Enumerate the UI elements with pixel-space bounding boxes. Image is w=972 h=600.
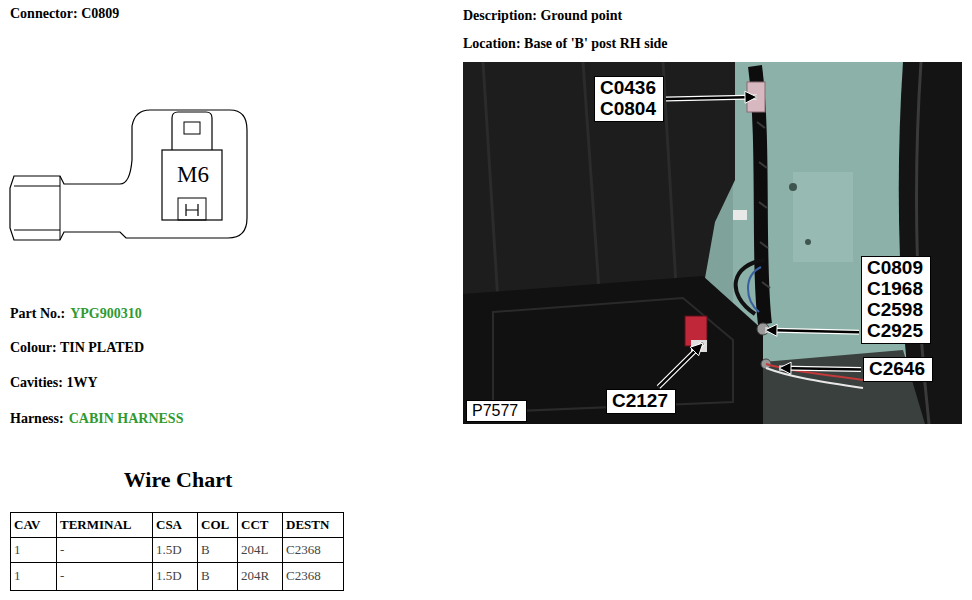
table-header-cell: COL bbox=[197, 512, 238, 538]
table-header-cell: DESTN bbox=[282, 512, 344, 538]
table-cell: 1 bbox=[10, 537, 57, 563]
table-cell: B bbox=[197, 537, 238, 563]
connector-code: C1968 bbox=[867, 279, 925, 300]
cell-value: 1 bbox=[14, 569, 21, 583]
terminal-tab bbox=[172, 112, 212, 150]
panel-hole bbox=[789, 183, 797, 191]
table-header-cell: TERMINAL bbox=[56, 512, 153, 538]
cell-value: 1 bbox=[14, 543, 21, 557]
leader-line bbox=[666, 97, 757, 99]
callout-box: C2127 bbox=[606, 389, 676, 414]
leader-line bbox=[765, 330, 859, 332]
cell-value: 204R bbox=[241, 569, 269, 583]
stud-size: M6 bbox=[177, 162, 209, 188]
barrel-lines bbox=[14, 176, 60, 240]
column-heading: DESTN bbox=[286, 518, 329, 532]
field-name: Part No.: bbox=[10, 306, 65, 322]
tab-slot bbox=[184, 122, 200, 134]
wire bbox=[766, 368, 863, 388]
cell-value: C2368 bbox=[286, 569, 321, 583]
column-heading: TERMINAL bbox=[60, 518, 132, 532]
field-text: Cavities: 1WY bbox=[10, 375, 98, 391]
table-cell: - bbox=[56, 562, 153, 591]
leader-arrowhead bbox=[779, 362, 791, 374]
panel-hole bbox=[805, 239, 811, 245]
leader-line bbox=[659, 343, 704, 387]
connector-code: C0436 bbox=[600, 78, 658, 99]
field-name: Harness: bbox=[10, 411, 64, 427]
harness-name: CABIN HARNESS bbox=[69, 411, 184, 427]
connector-code: P7577 bbox=[472, 402, 521, 420]
callout-box: C2646 bbox=[863, 357, 933, 382]
harness-tape bbox=[755, 82, 770, 288]
leader-line bbox=[765, 330, 859, 332]
table-cell: 1 bbox=[10, 562, 57, 591]
cell-value: 1.5D bbox=[156, 543, 182, 557]
connector-code: C0809 bbox=[867, 258, 925, 279]
ground-wire bbox=[748, 267, 761, 312]
leader-arrowhead bbox=[745, 91, 757, 103]
seat-base bbox=[463, 276, 763, 424]
seat-base-edge bbox=[493, 298, 733, 412]
panel-recess bbox=[793, 172, 853, 262]
connector-heading: Connector: C0809 bbox=[10, 6, 119, 22]
terminal-body bbox=[162, 150, 222, 220]
b-post-panel bbox=[733, 62, 962, 424]
connector-code: C0804 bbox=[600, 99, 658, 120]
cell-value: 1.5D bbox=[156, 569, 182, 583]
photo-reference-box: P7577 bbox=[466, 400, 527, 422]
leader-line bbox=[666, 97, 757, 99]
table-cell: 204L bbox=[237, 537, 283, 563]
table-heading: Wire Chart bbox=[124, 467, 233, 492]
table-cell: 1.5D bbox=[152, 562, 198, 591]
leader-line bbox=[659, 343, 704, 387]
connector-code: C2646 bbox=[869, 359, 927, 380]
column-heading: COL bbox=[201, 518, 229, 532]
cell-value: - bbox=[60, 543, 64, 557]
table-cell: - bbox=[56, 537, 153, 563]
description-text: Description: Ground point bbox=[463, 8, 622, 24]
cell-value: C2368 bbox=[286, 543, 321, 557]
table-cell: 1.5D bbox=[152, 537, 198, 563]
table-cell: 204R bbox=[237, 562, 283, 591]
callout-box: C0809C1968C2598C2925 bbox=[861, 256, 931, 344]
clip bbox=[733, 210, 747, 220]
column-heading: CAV bbox=[14, 518, 41, 532]
column-heading: CCT bbox=[241, 518, 268, 532]
cell-value: - bbox=[60, 569, 64, 583]
leader-arrowhead bbox=[765, 324, 777, 336]
table-cell: C2368 bbox=[282, 537, 344, 563]
column-heading: CSA bbox=[156, 518, 182, 532]
table-cell: C2368 bbox=[282, 562, 344, 591]
table-header-cell: CSA bbox=[152, 512, 198, 538]
part-number: YPG900310 bbox=[70, 306, 142, 322]
foot-symbol bbox=[186, 204, 198, 216]
location-text: Location: Base of 'B' post RH side bbox=[463, 36, 668, 52]
terminal-foot bbox=[178, 198, 206, 220]
terminal-outline bbox=[10, 110, 247, 240]
connector-code: C2127 bbox=[612, 391, 670, 412]
table-header-cell: CCT bbox=[237, 512, 283, 538]
ground-wire bbox=[736, 260, 765, 314]
leader-arrowhead bbox=[690, 343, 703, 356]
table-cell: B bbox=[197, 562, 238, 591]
ring-terminal-drawing bbox=[0, 0, 260, 260]
connector-code: C2925 bbox=[867, 321, 925, 342]
table-header-cell: CAV bbox=[10, 512, 57, 538]
photo-ground bbox=[463, 62, 962, 424]
cell-value: B bbox=[201, 543, 210, 557]
connector-code: C2598 bbox=[867, 300, 925, 321]
cell-value: 204L bbox=[241, 543, 268, 557]
callout-box: C0436C0804 bbox=[594, 76, 664, 122]
cell-value: B bbox=[201, 569, 210, 583]
field-text: Colour: TIN PLATED bbox=[10, 340, 144, 356]
